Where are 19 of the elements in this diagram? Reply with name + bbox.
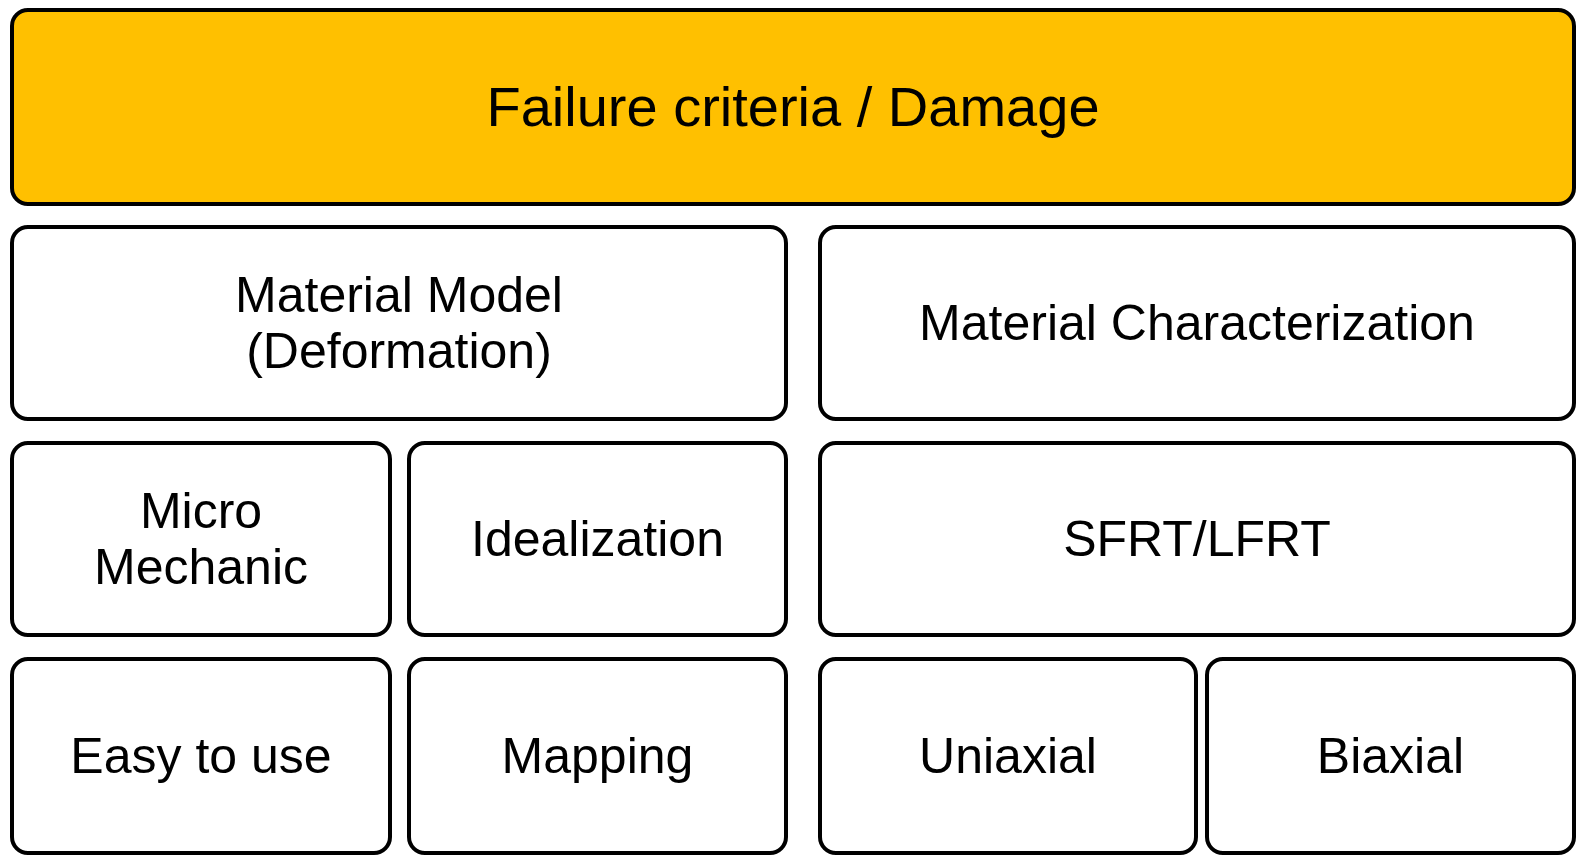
category-box — [818, 225, 1576, 421]
box-label: Idealization — [471, 511, 724, 567]
topic-box — [407, 657, 788, 855]
box-label: Micro Mechanic — [93, 483, 309, 595]
topic-box — [818, 441, 1576, 637]
box-label: SFRT/LFRT — [1063, 511, 1331, 567]
topic-box — [818, 657, 1198, 855]
box-label: Uniaxial — [919, 728, 1097, 784]
box-label: Biaxial — [1316, 728, 1465, 784]
topic-box — [10, 441, 392, 637]
topic-box — [10, 657, 392, 855]
box-label: Material Model (Deformation) — [234, 267, 564, 379]
topic-box — [407, 441, 788, 637]
box-label: Mapping — [501, 728, 694, 784]
box-label: Material Characterization — [919, 295, 1475, 351]
title-banner — [10, 8, 1576, 206]
category-box — [10, 225, 788, 421]
topic-box — [1205, 657, 1576, 855]
box-label: Easy to use — [70, 728, 332, 784]
